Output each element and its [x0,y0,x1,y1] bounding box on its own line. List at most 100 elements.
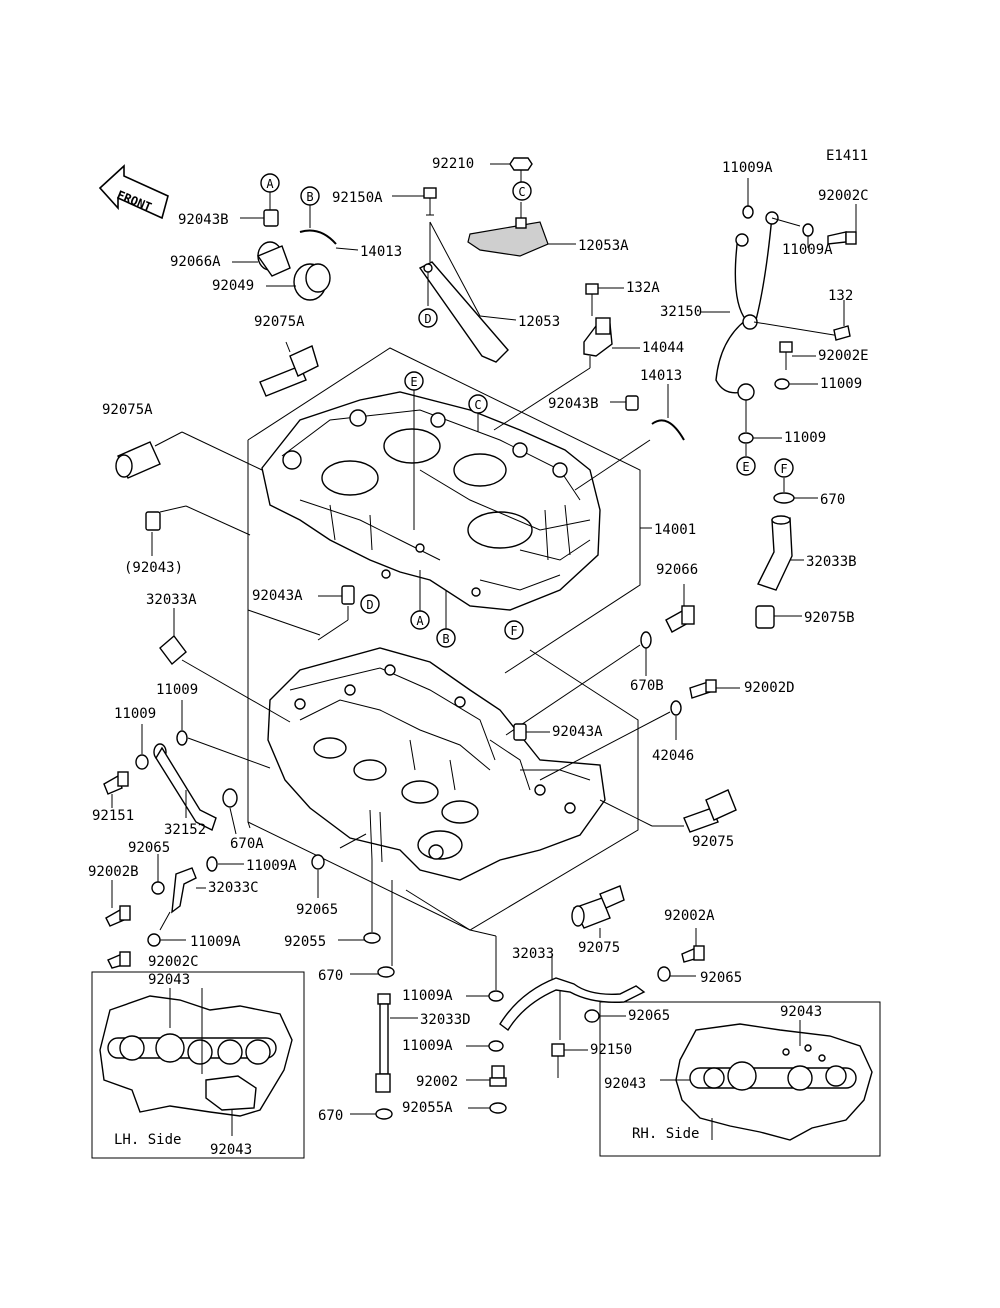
o-ring-670-m1 [350,880,395,978]
part-label: 92002A [664,908,715,924]
dowel-pin-92043A-top [317,585,355,641]
part-label: 92043B [548,396,599,412]
front-arrow-icon: FRONT [98,164,169,220]
washer-11009A-l2 [147,933,186,947]
oil-seal-92049 [266,263,331,301]
bracket-14044 [493,317,640,431]
leader-line [405,889,471,931]
bolt-92002C-bot [107,951,131,969]
pipe-32152 [153,743,217,831]
part-label: 32033B [806,554,857,570]
washer-11009A-top [742,178,754,219]
washer-92065-r1 [657,966,696,982]
part-label: 11009 [156,682,198,698]
part-label: 670B [630,678,664,694]
bearing-half-14013-mid [574,384,685,491]
part-label: 92002C [148,954,199,970]
bolt-92150 [551,1043,588,1078]
part-label: 32150 [660,304,702,320]
leader-line [247,821,251,829]
washer-11009-r1 [774,378,818,390]
bolt-92002D [689,679,740,699]
bolt-132 [833,300,851,341]
lh-side-inset: LH. Side [91,971,305,1159]
washer-11009-r2 [738,400,782,456]
upper-crankcase [261,391,601,611]
svg-text:F: F [780,462,787,476]
o-ring-92055A [468,1102,507,1114]
part-label: 92150 [590,1042,632,1058]
callout-A-mid: A [410,610,430,630]
part-label: 11009 [784,430,826,446]
part-label: 670 [820,492,845,508]
part-label: 14013 [640,368,682,384]
svg-text:F: F [510,624,517,638]
o-ring-92055 [338,860,381,944]
part-label: 92043A [552,724,603,740]
part-label: 11009A [246,858,297,874]
part-label: 92065 [700,970,742,986]
part-label: 92066A [170,254,221,270]
o-ring-670-r [773,478,818,504]
part-label: 132A [626,280,660,296]
part-label: 11009A [402,988,453,1004]
o-ring-670A [222,788,238,835]
svg-text:D: D [366,598,373,612]
callout-C-top: C [512,181,532,201]
part-label: 92066 [656,562,698,578]
bolt-132A [585,283,624,316]
part-label: 32033 [512,946,554,962]
chain-guide-12053A [467,202,576,257]
chain-guide-12053 [418,221,517,363]
part-label: 32152 [164,822,206,838]
callout-markers: A B C D E C E F D A B F [260,173,794,648]
part-label: 92150A [332,190,383,206]
part-label: 92043A [252,588,303,604]
part-label: 670A [230,836,264,852]
pipe-32033D [375,993,418,1093]
callout-E-right: E [736,456,756,476]
part-label: 12053A [578,238,629,254]
part-labels: 92210 11009A 92002C 92043B 92150A 14013 … [88,156,869,1158]
bolt-92002C-top [827,204,857,245]
washer-11009A-m1 [466,936,504,1002]
part-label: 92151 [92,808,134,824]
svg-text:B: B [442,632,449,646]
svg-text:E: E [742,460,749,474]
part-label: 32033C [208,880,259,896]
washer-11009A-r [802,223,814,248]
part-label: 92075 [578,940,620,956]
pipe-32033 [499,954,646,1040]
leader-line [469,929,497,937]
part-label: 14044 [642,340,684,356]
part-label: 11009A [782,242,833,258]
part-label: 92055A [402,1100,453,1116]
part-label: 92002B [88,864,139,880]
washer-42046 [539,700,682,781]
leader-line [339,833,367,849]
svg-text:C: C [474,398,481,412]
part-label: 92043B [178,212,229,228]
washer-11009A-l1 [206,856,244,872]
part-label: 42046 [652,748,694,764]
svg-text:B: B [306,190,313,204]
part-label: 92043 [148,972,190,988]
nozzle-92075A-left [115,431,263,479]
washer-92065-l [151,854,165,895]
part-label: 92065 [296,902,338,918]
callout-D-top: D [418,308,438,328]
part-label: 11009A [190,934,241,950]
part-label: 11009 [114,706,156,722]
callout-A-top: A [260,173,280,193]
plug-32033A [159,608,291,723]
bolt-92002E [779,341,816,370]
part-label: 14013 [360,244,402,260]
part-label: 32033D [420,1012,471,1028]
oil-pipe-32150 [700,211,841,401]
svg-text:E: E [410,375,417,389]
washer-92065-m [311,854,325,898]
part-label: 92210 [432,156,474,172]
part-label: 92002C [818,188,869,204]
callout-B-mid: B [436,628,456,648]
